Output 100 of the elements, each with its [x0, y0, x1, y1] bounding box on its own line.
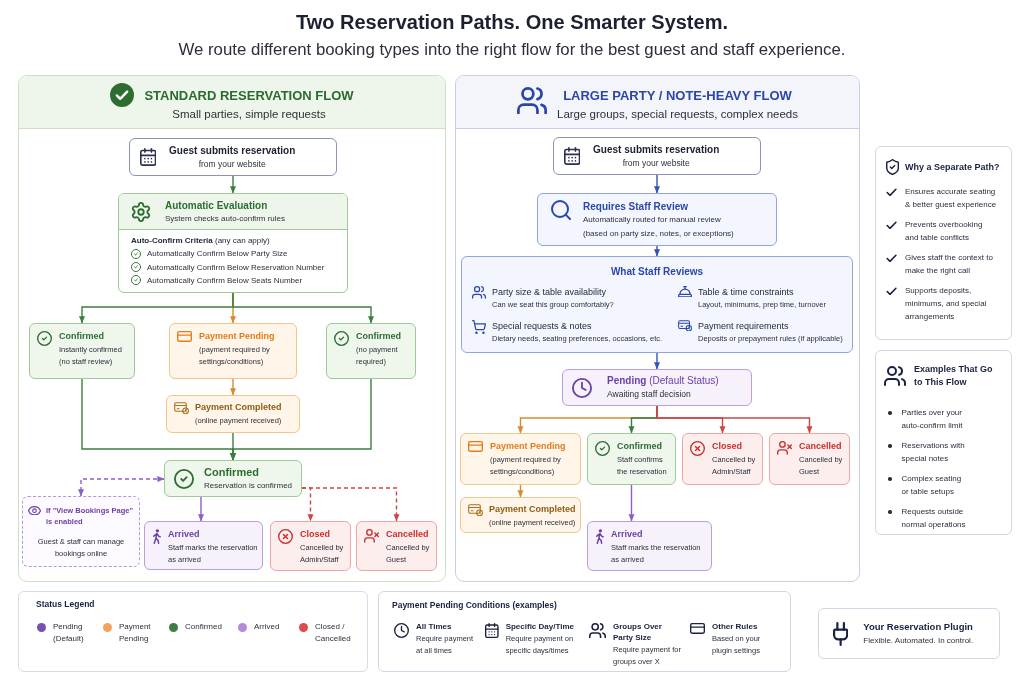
criteria-item: Automatically Confirm Below Reservation Number: [147, 261, 325, 274]
info-card: [818, 608, 1000, 659]
box-title: Guest submits reservation: [169, 143, 296, 157]
arrow: [230, 175, 236, 194]
flow-panel: [455, 75, 860, 582]
box-title: Payment Completed: [195, 402, 282, 414]
list-item: Reservations with special notes: [901, 440, 966, 465]
box-title: Requires Staff Review: [583, 200, 689, 213]
arrow: [230, 378, 372, 461]
box-title: Confirmed: [59, 331, 104, 343]
list-item: Requests outside normal operations: [901, 506, 967, 531]
list-item: Gives staff the context to make the right call: [905, 252, 994, 277]
box-title: Confirmed: [204, 464, 259, 480]
process-box: [553, 137, 761, 175]
box-text: from your website: [198, 157, 266, 171]
page-subtitle: We route different booking types into the right flow for the best guest and staff experience.: [178, 40, 846, 60]
status-box: [460, 433, 581, 485]
arrow: [198, 496, 204, 522]
box-title: Cancelled: [799, 441, 842, 453]
review-item-title: Special requests & notes: [492, 320, 592, 332]
box-title: What Staff Reviews: [610, 265, 704, 278]
box-title: Cancelled: [386, 529, 429, 541]
box-text: Automatically routed for manual review: [583, 214, 721, 226]
box-title: Payment Pending: [490, 441, 566, 453]
arrow: [230, 378, 236, 396]
arrow: [654, 245, 660, 257]
card-title: Why a Separate Path?: [905, 160, 1000, 174]
box-title: Arrived: [168, 529, 200, 541]
process-box: [129, 138, 337, 176]
status-box: [587, 433, 676, 485]
status-box: [460, 497, 581, 533]
list-item: Ensures accurate seating & better guest experience: [905, 186, 997, 211]
arrow: [628, 484, 635, 522]
box-title: Automatic Evaluation: [165, 198, 268, 212]
legend-label: Closed / Cancelled: [315, 621, 352, 645]
box-text: from your website: [622, 156, 690, 170]
list-item: Supports deposits, minimums, and special arrangements: [905, 285, 988, 323]
review-item-title: Payment requirements: [698, 320, 789, 332]
legend-label: Confirmed: [185, 621, 222, 633]
status-box: [144, 521, 263, 570]
dashed-arrow: [301, 487, 400, 522]
legend-label: Payment Pending: [119, 621, 152, 645]
process-box: [537, 193, 777, 246]
legend-label: Arrived: [254, 621, 280, 633]
box-title: Payment Completed: [489, 504, 576, 516]
box-title: Pending (Default Status): [607, 374, 719, 388]
status-box: [587, 521, 712, 571]
condition-title: Groups Over Party Size: [613, 621, 663, 643]
criteria-item: Automatically Confirm Below Seats Number: [147, 274, 303, 287]
arrow: [517, 484, 524, 498]
box-text: Awaiting staff decision: [607, 388, 691, 401]
card-title: Examples That Go to This Flow: [914, 363, 994, 389]
page-title: Two Reservation Paths. One Smarter System.: [296, 10, 728, 34]
note-box: [22, 496, 140, 567]
review-item-title: Party size & table availability: [492, 286, 607, 298]
status-box: [769, 433, 850, 485]
condition-title: All Times: [416, 621, 452, 632]
panel-title: LARGE PARTY / NOTE-HEAVY FLOW: [563, 87, 792, 104]
box-title: Closed: [712, 441, 742, 453]
arrow: [654, 352, 660, 370]
criteria-item: Automatically Confirm Below Party Size: [147, 248, 288, 261]
legend-title: Status Legend: [36, 599, 95, 610]
review-item-title: Table & time constraints: [698, 286, 794, 298]
status-box: [164, 460, 302, 497]
list-item: Parties over your auto-confirm limit: [901, 407, 964, 432]
evaluation-box: [118, 193, 348, 293]
legend-label: Pending (Default): [53, 621, 85, 645]
arrow: [232, 292, 374, 324]
card-title: Payment Pending Conditions (examples): [392, 600, 557, 611]
box-text: Reservation is confirmed: [204, 480, 293, 493]
panel-subtitle: Large groups, special requests, complex needs: [557, 107, 798, 122]
status-box: [270, 521, 351, 571]
card-title: Your Reservation Plugin: [863, 620, 973, 633]
status-box: [169, 323, 297, 379]
status-box: [356, 521, 437, 571]
list-item: Prevents overbooking and table conflicts: [905, 219, 984, 244]
info-card: [378, 591, 791, 672]
criteria-heading: Auto-Confirm Criteria (any can apply): [131, 235, 270, 247]
status-box: [29, 323, 135, 379]
status-box: [682, 433, 763, 485]
flow-panel: [18, 75, 446, 582]
box-title: Confirmed: [356, 331, 401, 343]
info-card: [875, 146, 1012, 340]
arrow: [656, 405, 813, 434]
status-box: [326, 323, 416, 379]
arrow: [654, 174, 660, 194]
panel-subtitle: Small parties, simple requests: [172, 107, 326, 122]
condition-title: Other Rules: [712, 621, 758, 632]
box-text: (based on party size, notes, or exceptions): [583, 227, 734, 240]
info-card: [875, 350, 1012, 535]
dashed-arrow: [78, 476, 165, 497]
box-title: Confirmed: [617, 441, 662, 453]
status-box: [562, 369, 752, 406]
card-text: Flexible. Automated. In control.: [863, 635, 974, 647]
condition-title: Specific Day/Time: [505, 621, 574, 632]
panel-title: STANDARD RESERVATION FLOW: [144, 87, 354, 104]
box-text: System checks auto-confirm rules: [165, 212, 286, 225]
review-box: [461, 256, 853, 353]
box-title: Payment Pending: [199, 331, 275, 343]
list-item: Complex seating or table setups: [901, 473, 963, 498]
